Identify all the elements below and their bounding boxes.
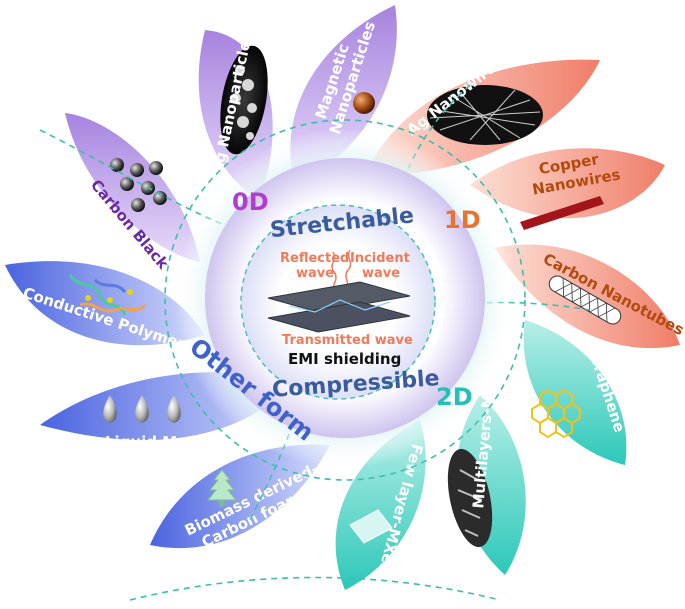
graphene-icon <box>531 388 581 439</box>
shield-layer-bottom <box>267 301 411 333</box>
ag-nanoparticles-icon <box>220 45 268 155</box>
conductive-network <box>289 299 391 313</box>
tree-icon <box>206 469 238 507</box>
reflected-wave-label: Reflected wave <box>280 251 354 281</box>
liquid-metal-drops-icon <box>103 395 181 423</box>
petal-ag-nanoparticles: Ag Nanoparticles <box>198 30 273 200</box>
incident-wave-label: Incident wave <box>350 251 414 281</box>
ag-nanowires-icon <box>427 85 543 145</box>
category-1d: 1D <box>444 206 481 234</box>
liquid-metal-label: Liquid Metal <box>105 433 210 451</box>
emi-shielding-illustration: Reflected wave Incident wave Transmitted… <box>267 249 414 368</box>
reflected-wave-line <box>331 251 337 293</box>
magnetic-nanoparticle-icon <box>353 92 375 114</box>
petal-carbon-black: Carbon Black <box>65 113 200 273</box>
transmitted-wave-label: Transmitted wave <box>282 333 413 348</box>
emi-shielding-title: EMI shielding <box>288 350 401 368</box>
conductive-polymer-icon <box>68 274 147 316</box>
petal-copper-nanowires: Copper Nanowires <box>470 148 665 230</box>
few-layer-mxene-icon <box>349 509 393 544</box>
copper-nanowire-icon <box>520 196 604 230</box>
carbon-nanotube-icon <box>548 275 622 325</box>
ag-particles-dots <box>231 65 257 140</box>
mxene-sem-icon <box>447 448 493 548</box>
petal-carbon-nanotubes: Carbon Nanotubes <box>495 244 685 349</box>
category-0d: 0D <box>232 188 269 216</box>
category-2d: 2D <box>436 383 473 411</box>
petal-conductive-polymer: Conductive Polymer <box>5 261 205 353</box>
shield-layer-top <box>267 281 411 313</box>
